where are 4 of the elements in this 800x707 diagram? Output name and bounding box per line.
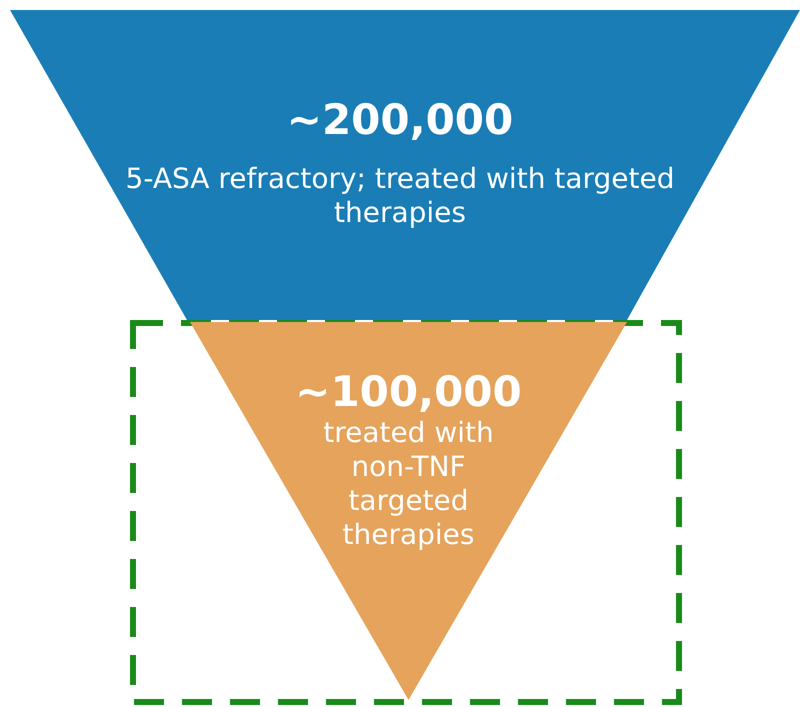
description-text: 5-ASA refractory; treated with targeted therapies <box>124 162 676 230</box>
count-heading: ~200,000 <box>286 96 514 144</box>
description-text: treated with non-TNF targeted therapies <box>322 416 495 552</box>
count-heading: ~100,000 <box>294 368 523 416</box>
